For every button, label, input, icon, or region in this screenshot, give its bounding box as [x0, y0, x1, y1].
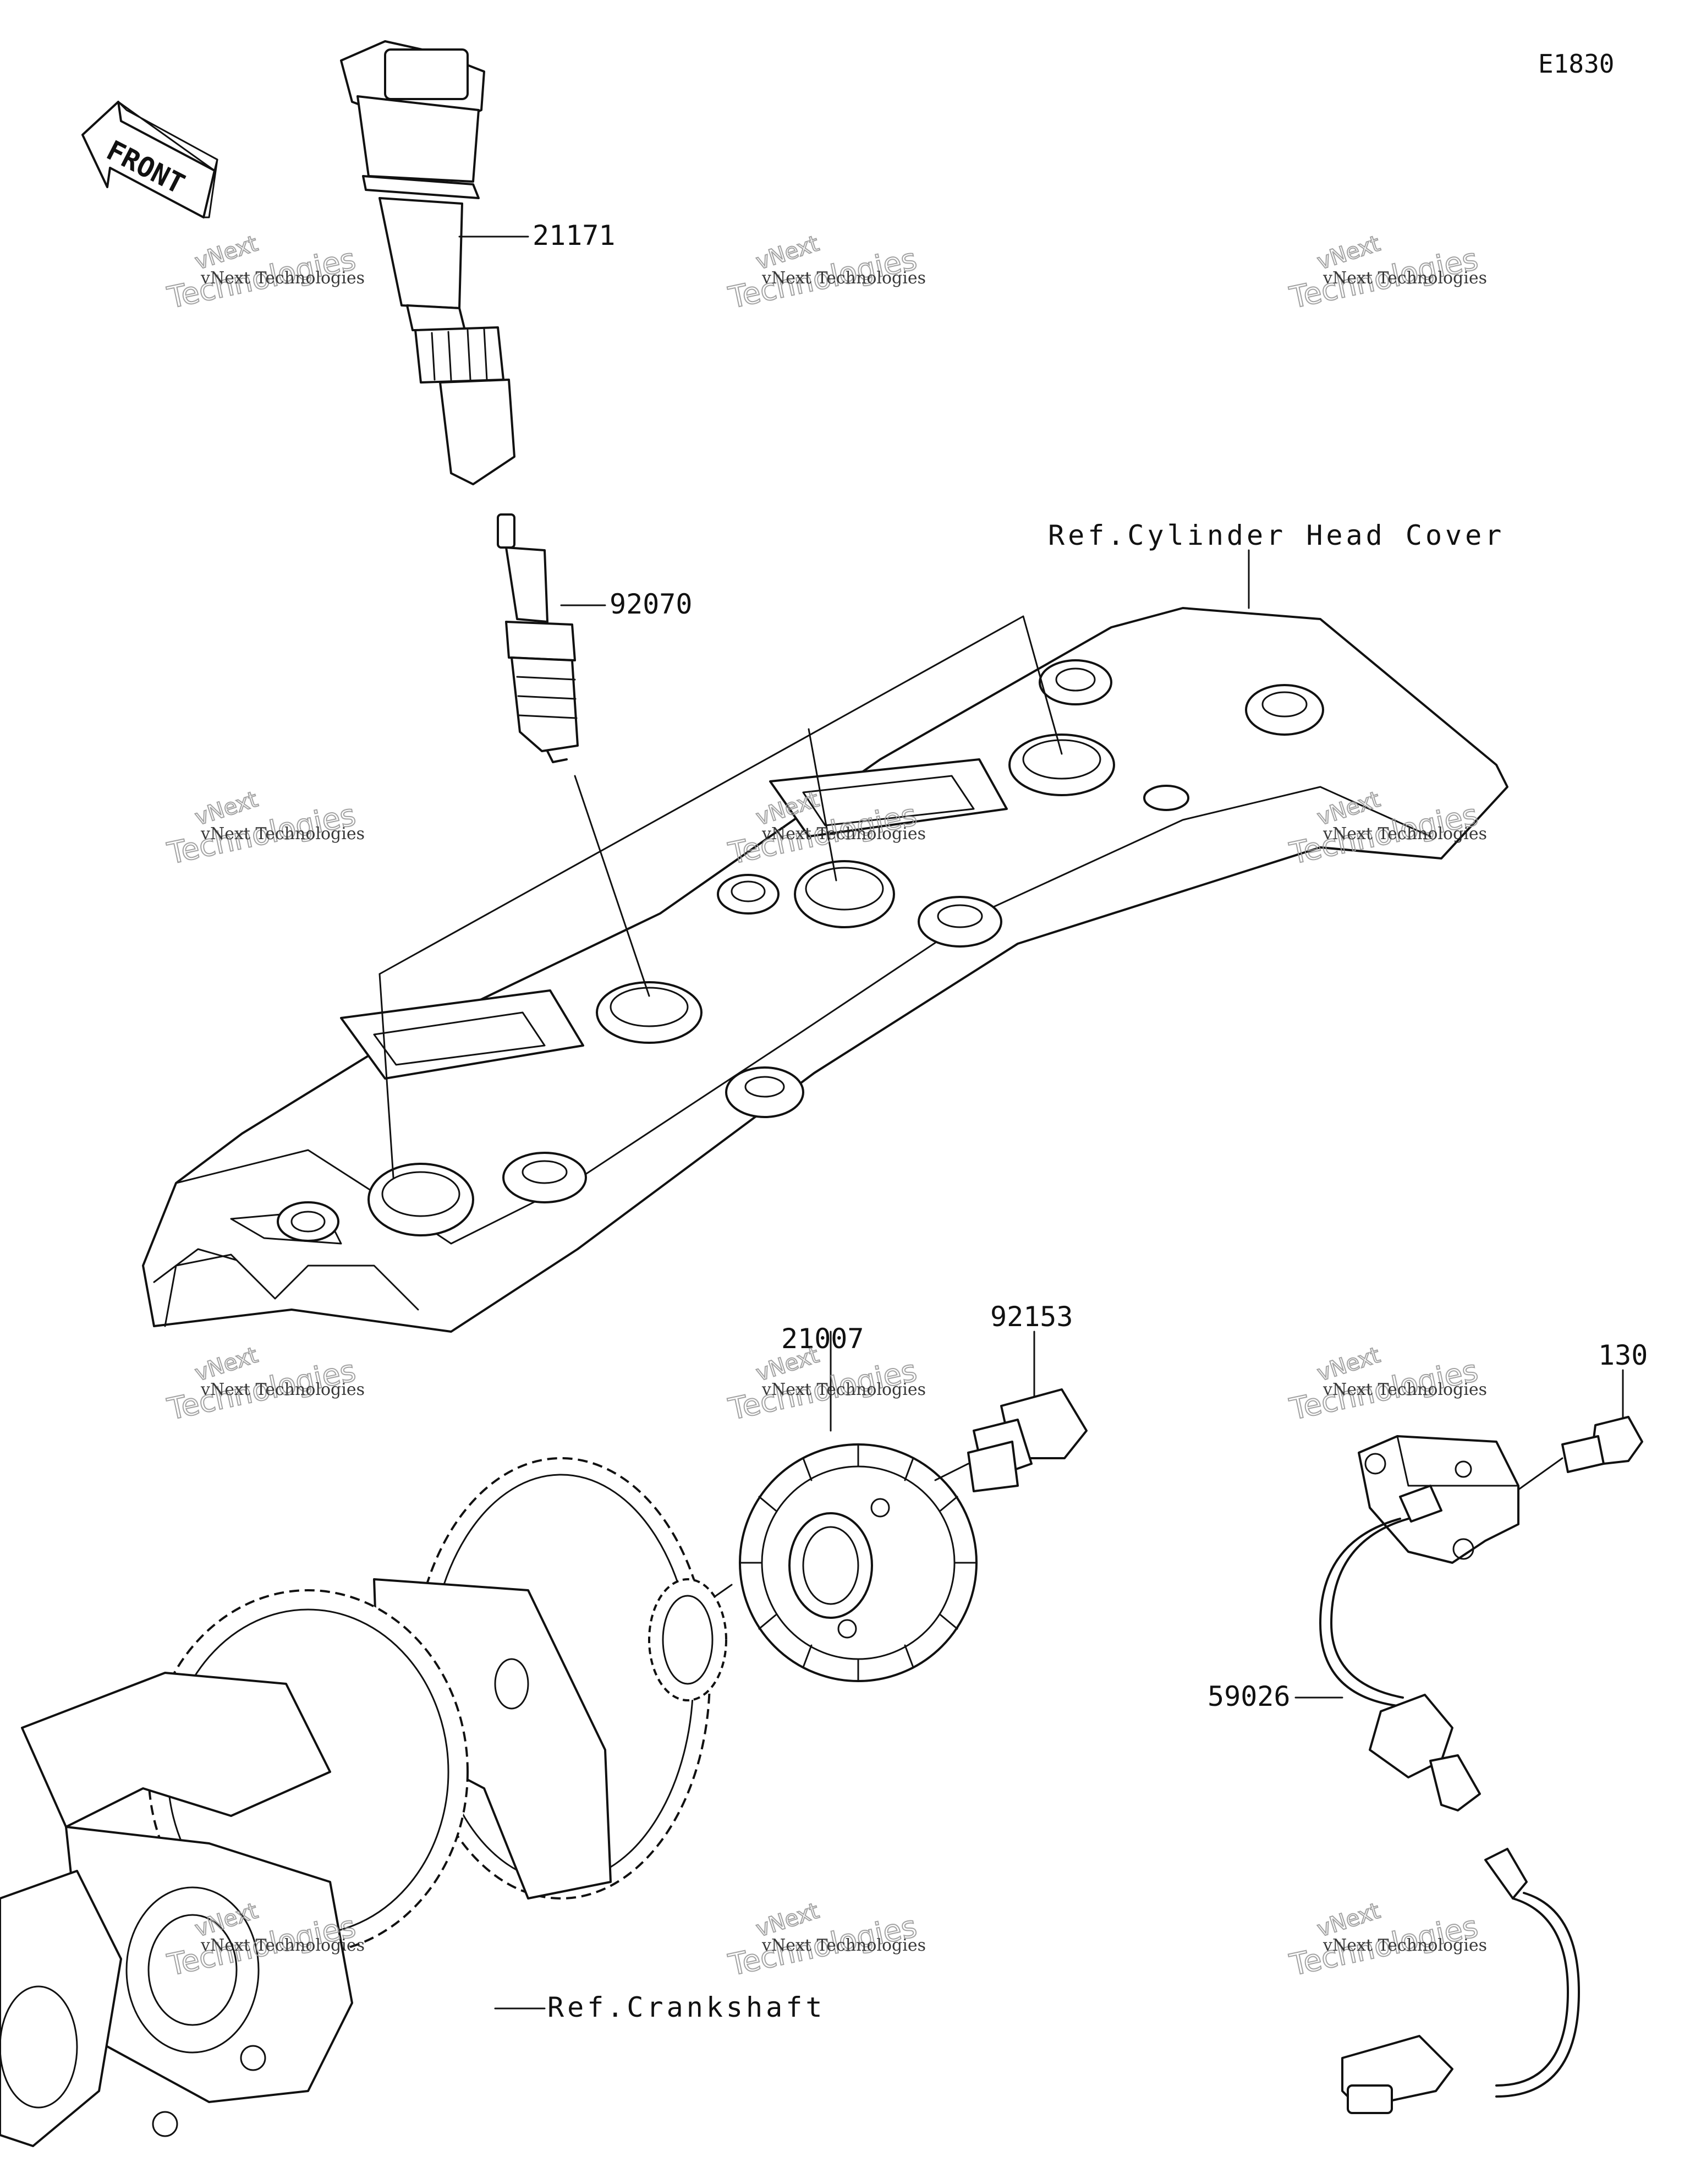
leader-hole-3: [808, 728, 837, 882]
diagram-code: E1830: [1538, 49, 1614, 79]
svg-text:vNext Technologies: vNext Technologies: [200, 269, 365, 288]
watermark-2: vNext Technologies vNext Technologies: [725, 231, 926, 316]
leader-rotor-bolt: [934, 1463, 969, 1481]
watermark-7: vNext Technologies vNext Technologies: [164, 1342, 365, 1427]
spark-plug: [497, 513, 579, 763]
watermark-9: vNext Technologies vNext Technologies: [1286, 1342, 1487, 1427]
crankshaft: [0, 1457, 727, 2147]
part-label-21007: 21007: [781, 1323, 864, 1355]
part-label-130: 130: [1598, 1339, 1648, 1371]
ignition-coil: [340, 40, 515, 485]
front-arrow-icon: FRONT: [81, 101, 218, 218]
leader-hole-1: [378, 615, 1063, 975]
timing-rotor: [739, 1331, 978, 1682]
part-label-92153: 92153: [990, 1301, 1073, 1333]
ref-crankshaft: Ref.Crankshaft: [547, 1991, 825, 2023]
svg-text:vNext Technologies: vNext Technologies: [1323, 1936, 1487, 1955]
watermark-12: vNext Technologies vNext Technologies: [1286, 1898, 1487, 1983]
svg-text:vNext Technologies: vNext Technologies: [761, 1936, 926, 1955]
svg-text:vNext Technologies: vNext Technologies: [200, 1936, 365, 1955]
svg-text:vNext Technologies: vNext Technologies: [1323, 1380, 1487, 1399]
part-label-59026: 59026: [1208, 1681, 1291, 1712]
watermark-11: vNext Technologies vNext Technologies: [725, 1898, 926, 1983]
ref-cylinder-head-cover: Ref.Cylinder Head Cover: [1048, 519, 1505, 551]
bolt-130: [1561, 1369, 1643, 1473]
watermark-1: vNext Technologies vNext Technologies: [164, 231, 365, 316]
svg-text:vNext Technologies: vNext Technologies: [761, 824, 926, 844]
cylinder-head-cover: [142, 607, 1508, 1333]
leader-hole-2: [378, 973, 394, 1179]
bolt-92153: [967, 1331, 1088, 1492]
svg-text:vNext Technologies: vNext Technologies: [1323, 269, 1487, 288]
svg-text:vNext Technologies: vNext Technologies: [200, 824, 365, 844]
svg-text:vNext Technologies: vNext Technologies: [761, 269, 926, 288]
part-label-21171: 21171: [533, 220, 616, 251]
leader-plug-hole: [574, 775, 650, 997]
watermark-8: vNext Technologies vNext Technologies: [725, 1342, 926, 1427]
watermark-3: vNext Technologies vNext Technologies: [1286, 231, 1487, 316]
crankshaft-sensor: [1319, 1435, 1580, 2114]
watermark-4: vNext Technologies vNext Technologies: [164, 786, 365, 872]
svg-text:vNext Technologies: vNext Technologies: [761, 1380, 926, 1399]
svg-text:vNext Technologies: vNext Technologies: [1323, 824, 1487, 844]
svg-text:vNext Technologies: vNext Technologies: [200, 1380, 365, 1399]
part-label-92070: 92070: [610, 588, 693, 620]
